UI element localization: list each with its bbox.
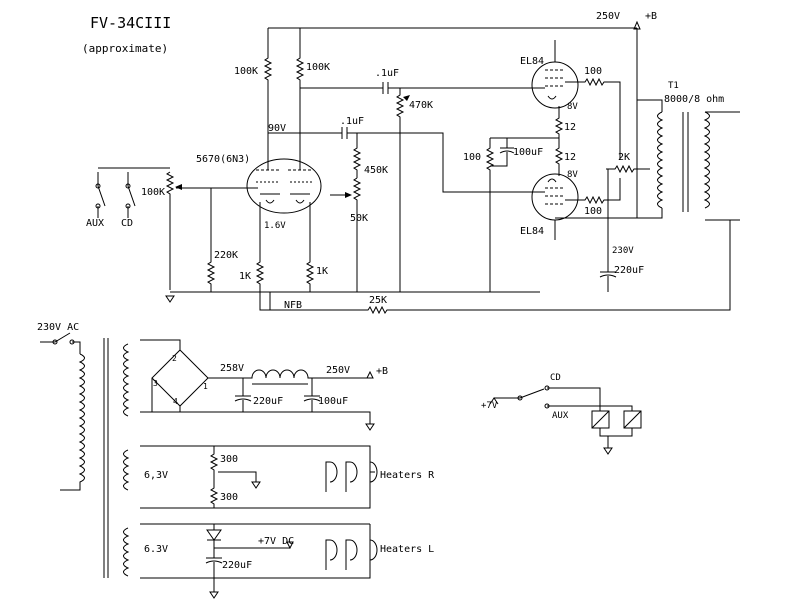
input-cd-label: CD xyxy=(121,218,133,229)
grid-resistor-220k xyxy=(206,188,216,292)
cathode-resistor-12-b xyxy=(554,138,564,176)
cathode-voltage-label: 1.6V xyxy=(264,221,286,231)
filter-choke xyxy=(240,369,374,385)
output-tube-top-label: EL84 xyxy=(520,56,544,67)
cathode-resistor-12-a xyxy=(490,106,564,139)
cathode-voltage-top-label: 8V xyxy=(567,102,578,112)
schematic-title: FV-34CIII xyxy=(90,14,171,32)
screen-capacitor xyxy=(599,169,617,292)
relay-cd-label: CD xyxy=(550,373,561,383)
input-aux-label: AUX xyxy=(86,218,104,229)
bias-resistor-label: 100 xyxy=(463,152,481,163)
filter-capacitor-1 xyxy=(234,378,252,412)
plate-resistor-2-label: 100K xyxy=(306,62,330,73)
volume-pot-label: 100K xyxy=(141,187,165,198)
b-plus-voltage-label: 250V xyxy=(596,11,620,22)
bridge-pin-1: 1 xyxy=(203,382,208,391)
volume-pot xyxy=(148,167,182,290)
b-plus-rail xyxy=(268,20,641,218)
hum-resistor-1-label: 300 xyxy=(220,454,238,465)
filter-capacitor-2-label: 100uF xyxy=(318,396,348,407)
resistor-2k-label: 2K xyxy=(618,152,630,163)
grid-stopper-top-label: 100 xyxy=(584,66,602,77)
resistor-450k-label: 450K xyxy=(364,165,388,176)
input-tube-symbol xyxy=(246,158,322,214)
bias-resistor xyxy=(485,138,495,292)
cathode-resistor-2 xyxy=(305,202,315,292)
coupling-capacitor-2-label: .1uF xyxy=(340,116,364,127)
rectified-voltage-label: 258V xyxy=(220,363,244,374)
input-switches[interactable] xyxy=(95,167,148,218)
cathode-resistor-12-a-label: 12 xyxy=(564,122,576,133)
ground-rail xyxy=(165,291,540,303)
filter-capacitor-2 xyxy=(303,378,321,412)
mains-label: 230V AC xyxy=(37,322,79,333)
resistor-450k xyxy=(352,133,362,178)
balance-pot-50k-label: 50K xyxy=(350,213,368,224)
output-tube-top xyxy=(531,40,579,109)
bridge-pin-4: 4 xyxy=(173,397,178,406)
dc-voltage-label: +7V DC xyxy=(258,536,294,547)
resistor-2k xyxy=(606,164,650,174)
bias-capacitor xyxy=(490,137,515,167)
bias-capacitor-label: 100uF xyxy=(513,147,543,158)
heater-l-filaments xyxy=(325,539,378,570)
heater-r-filaments xyxy=(325,461,378,492)
transformer-rating-label: 8000/8 ohm xyxy=(664,94,724,105)
cathode-voltage-bottom-label: 8V xyxy=(567,170,578,180)
input-tube-label: 5670(6N3) xyxy=(196,154,250,165)
heater-l-supply xyxy=(140,523,371,599)
cathode-resistor-12-b-label: 12 xyxy=(564,152,576,163)
heater-capacitor-label: 220uF xyxy=(222,560,252,571)
mains-switch[interactable] xyxy=(40,332,81,354)
grid-resistor-470k xyxy=(395,88,410,292)
relay-coils xyxy=(591,410,642,455)
bridge-pin-3: 3 xyxy=(153,379,158,388)
schematic-subtitle: (approximate) xyxy=(82,42,168,55)
balance-pot-50k xyxy=(330,177,362,292)
b-plus-label: +B xyxy=(645,11,657,22)
plate-voltage-label: 90V xyxy=(268,123,286,134)
plate-resistor-1 xyxy=(263,28,273,168)
bridge-pin-2: 2 xyxy=(172,354,177,363)
relay-switch[interactable] xyxy=(489,385,633,411)
bridge-rectifier xyxy=(140,339,240,413)
cathode-resistor-1-label: 1K xyxy=(239,271,251,282)
grid-resistor-220k-label: 220K xyxy=(214,250,238,261)
heaters-r-label: Heaters R xyxy=(380,470,435,481)
grid-stopper-top xyxy=(565,77,621,160)
nfb-label: NFB xyxy=(284,300,302,311)
hum-resistor-2-label: 300 xyxy=(220,492,238,503)
plate-resistor-2 xyxy=(295,28,305,168)
relay-supply-label: +7V xyxy=(481,401,498,411)
heater-l-voltage-label: 6.3V xyxy=(144,544,168,555)
coupling-capacitor-2 xyxy=(268,127,545,193)
output-transformer xyxy=(555,99,740,221)
psu-ground xyxy=(180,411,375,431)
grid-stopper-bottom-label: 100 xyxy=(584,206,602,217)
screen-capacitor-label: 220uF xyxy=(614,265,644,276)
output-tube-bottom-label: EL84 xyxy=(520,226,544,237)
cathode-resistor-1 xyxy=(255,202,330,311)
coupling-capacitor-1 xyxy=(300,82,545,94)
heater-r-voltage-label: 6,3V xyxy=(144,470,168,481)
output-tube-bottom xyxy=(531,173,579,240)
nfb-resistor-label: 25K xyxy=(369,295,387,306)
coupling-capacitor-1-label: .1uF xyxy=(375,68,399,79)
cathode-resistor-2-label: 1K xyxy=(316,266,328,277)
heater-r-supply xyxy=(140,445,375,509)
relay-aux-label: AUX xyxy=(552,411,569,421)
nfb-resistor xyxy=(269,220,731,315)
plate-resistor-1-label: 100K xyxy=(234,66,258,77)
screen-voltage-label: 230V xyxy=(612,246,634,256)
psu-output-voltage-label: 250V xyxy=(326,365,350,376)
filter-capacitor-1-label: 220uF xyxy=(253,396,283,407)
grid-resistor-470k-label: 470K xyxy=(409,100,433,111)
transformer-name-label: T1 xyxy=(668,81,679,91)
psu-b-plus-label: +B xyxy=(376,366,388,377)
grid-stopper-bottom xyxy=(565,178,621,205)
power-transformer xyxy=(60,338,130,578)
heaters-l-label: Heaters L xyxy=(380,544,434,555)
